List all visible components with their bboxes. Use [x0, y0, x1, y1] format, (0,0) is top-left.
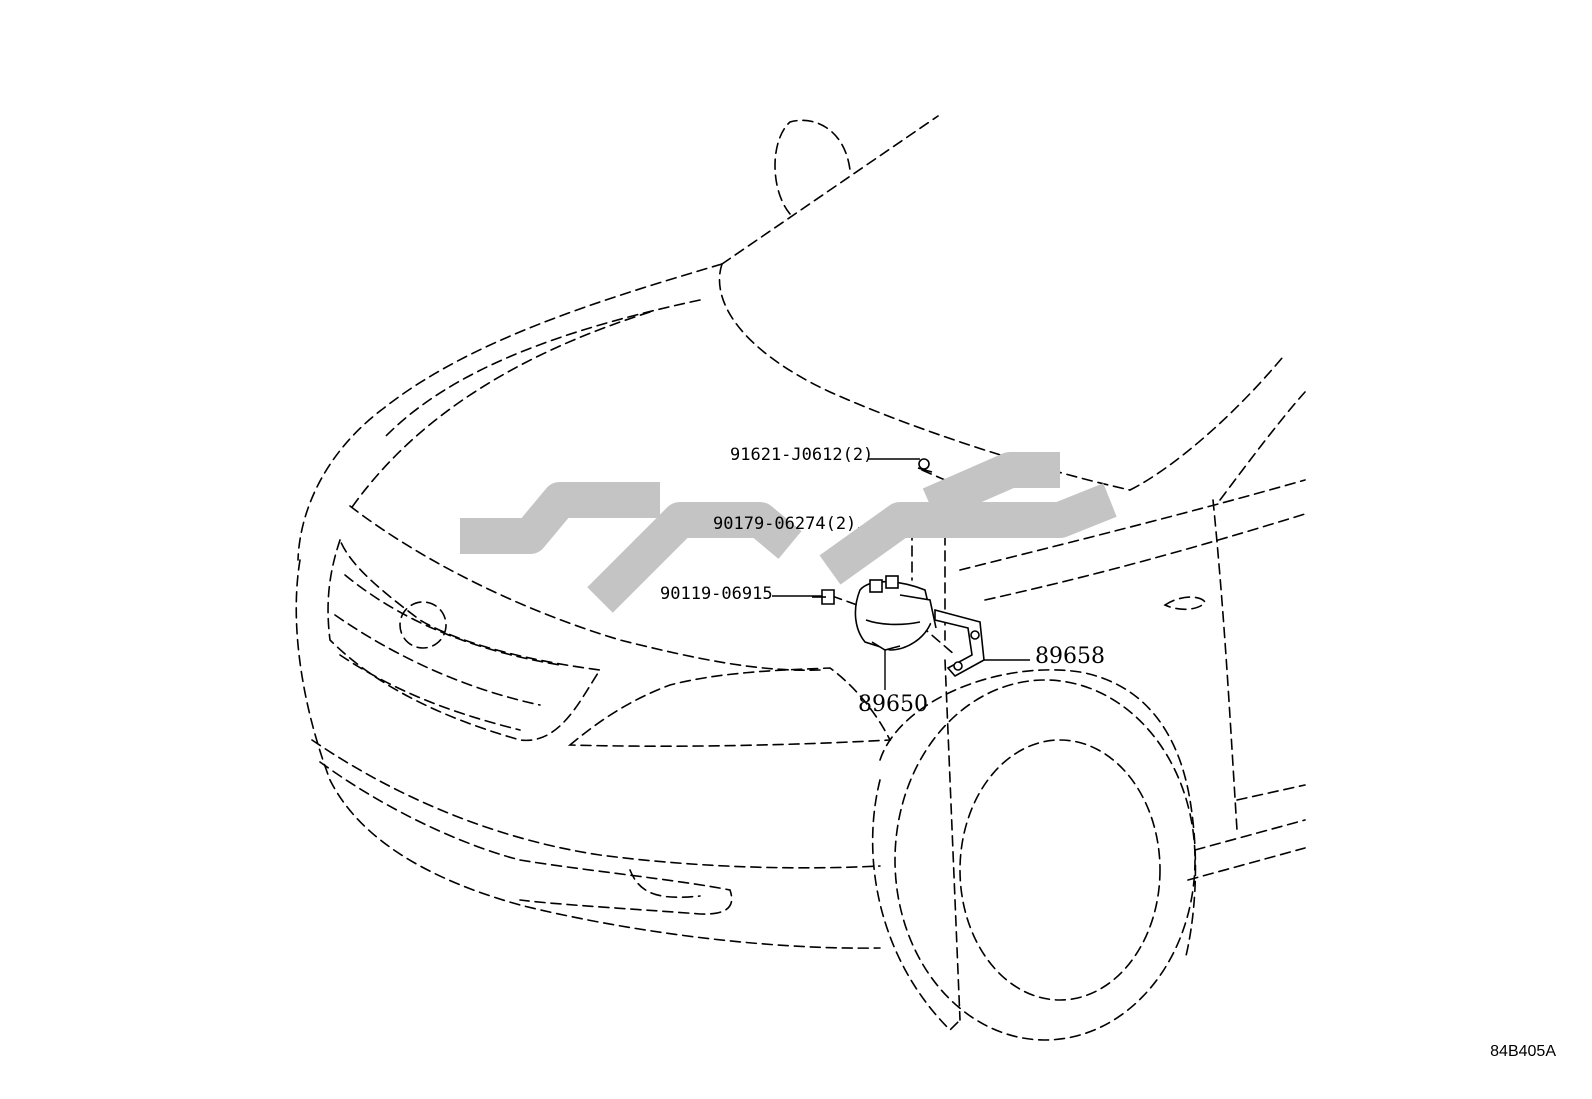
fender-top-2 — [984, 513, 1306, 601]
bracket — [934, 608, 985, 678]
door-side — [1236, 784, 1306, 801]
emblem — [399, 601, 447, 649]
fog-lamp — [629, 869, 701, 899]
diagram-code: 84B405A — [1490, 1043, 1556, 1060]
bumper-fog-area — [519, 859, 733, 915]
hood-crease-inner — [349, 311, 651, 511]
part-number-sensor: 89650 — [858, 692, 928, 717]
hub-outline — [959, 739, 1161, 1001]
grille-bar-1 — [344, 574, 561, 666]
part-number-bracket: 89658 — [1035, 644, 1105, 669]
leader-down — [944, 659, 961, 1021]
fender-top — [959, 479, 1306, 571]
fender-vent — [1163, 596, 1206, 611]
hood-edge — [297, 263, 723, 561]
front-face-lower — [295, 559, 881, 949]
mirror-outline — [774, 119, 851, 215]
front-face-upper — [349, 505, 821, 672]
grille-bar-3 — [339, 654, 521, 731]
windshield-edge — [721, 115, 939, 265]
part-number-bolt: 90119-06915 — [660, 584, 773, 604]
door-line — [1212, 499, 1238, 831]
tire-outline — [894, 679, 1196, 1041]
nut-icon — [918, 458, 930, 470]
watermark-logo — [460, 452, 1117, 613]
sensor-assembly — [854, 575, 937, 651]
bolt-icon — [821, 589, 835, 605]
part-number-nut: 91621-J0612(2) — [730, 445, 874, 465]
door-lower — [1194, 819, 1306, 851]
headlamp — [567, 667, 892, 747]
a-pillar-inner — [1219, 391, 1306, 501]
part-number-washer: 90179-06274(2) — [713, 514, 857, 534]
sill-line — [1187, 847, 1306, 881]
tire-outer — [871, 779, 961, 1032]
hood-crease-left — [383, 299, 701, 439]
bumper-top — [311, 739, 881, 869]
hood-front-curve — [718, 263, 1131, 491]
grille-bar-2 — [334, 614, 541, 706]
bumper-mid — [319, 761, 521, 861]
grille-outer — [327, 537, 602, 742]
a-pillar — [1129, 357, 1283, 491]
